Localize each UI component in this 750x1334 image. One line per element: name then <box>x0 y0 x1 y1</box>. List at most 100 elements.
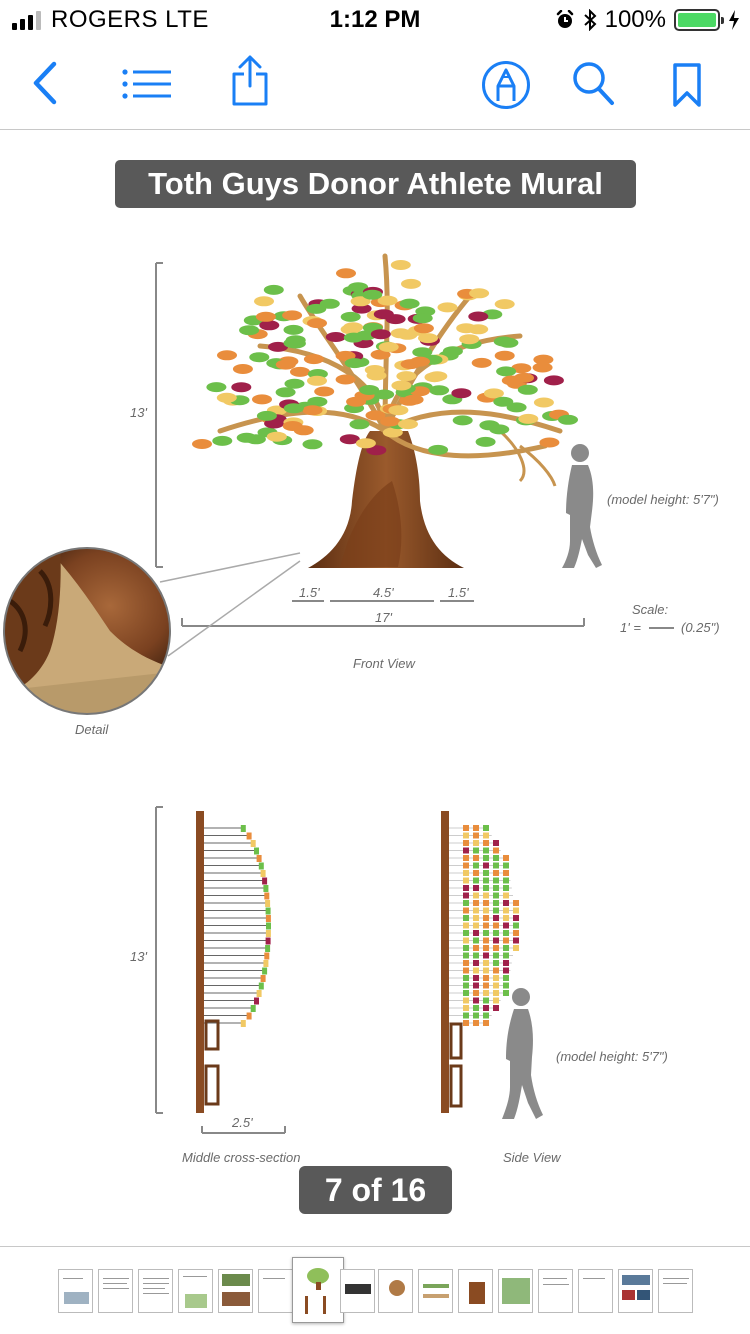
leaf-end <box>262 967 268 975</box>
leaf <box>336 268 356 279</box>
side-leaf <box>493 922 499 929</box>
total-width-label: 17' <box>375 610 392 625</box>
side-leaf <box>473 907 479 914</box>
leaf-end <box>265 915 271 922</box>
side-leaf <box>493 900 499 906</box>
dim-mid-label: 4.5' <box>373 585 394 600</box>
leaf-end <box>258 862 264 870</box>
search-button[interactable] <box>570 59 616 107</box>
side-leaf <box>483 1005 489 1011</box>
side-leaf <box>503 870 509 876</box>
side-leaf <box>483 877 489 884</box>
leaf <box>429 385 450 396</box>
side-view-caption: Side View <box>503 1150 562 1165</box>
side-leaf <box>483 937 489 944</box>
page-thumbnail[interactable] <box>98 1269 133 1313</box>
leaf <box>388 405 409 416</box>
leaf <box>351 303 372 314</box>
side-leaf <box>473 1020 479 1026</box>
leaf <box>539 437 560 448</box>
leaf <box>307 396 328 407</box>
side-leaf <box>473 862 479 869</box>
side-view-leaves <box>449 825 519 1026</box>
leaf <box>471 357 492 368</box>
page-thumbnail[interactable] <box>578 1269 613 1313</box>
page-thumbnail[interactable] <box>178 1269 213 1313</box>
leaf <box>284 378 305 389</box>
page-thumbnail[interactable] <box>618 1269 653 1313</box>
side-leaf <box>473 952 479 959</box>
side-leaf <box>503 982 509 989</box>
side-leaf <box>483 945 489 951</box>
side-leaf <box>463 885 469 891</box>
leaf-end <box>250 840 256 847</box>
leaf-end <box>260 870 266 877</box>
side-leaf <box>463 915 469 921</box>
side-leaf <box>493 885 499 891</box>
status-bar: ROGERS LTE 1:12 PM 100% <box>0 0 750 40</box>
side-leaf <box>493 945 499 951</box>
leaf-end <box>246 832 252 840</box>
leaf <box>266 431 287 442</box>
side-leaf <box>483 885 489 891</box>
side-leaf <box>493 907 499 914</box>
page-thumbnail[interactable] <box>498 1269 533 1313</box>
side-leaf <box>473 967 479 974</box>
share-icon <box>232 55 268 106</box>
page-thumbnail[interactable] <box>538 1269 573 1313</box>
side-leaf <box>463 855 469 861</box>
charging-bolt-icon <box>729 10 739 30</box>
page-thumbnail[interactable] <box>418 1269 453 1313</box>
page-thumbnail[interactable] <box>258 1269 293 1313</box>
leaf-end <box>240 1020 246 1027</box>
side-leaf <box>473 960 479 966</box>
leaf <box>283 403 304 414</box>
document-page[interactable]: Toth Guys Donor Athlete Mural 13' <box>0 131 750 1245</box>
side-leaf <box>463 990 469 996</box>
side-leaf <box>473 982 479 989</box>
leaf <box>501 375 522 386</box>
leaf <box>424 372 445 383</box>
side-leaf <box>503 975 509 981</box>
page-thumbnail[interactable] <box>218 1269 253 1313</box>
side-leaf <box>483 975 489 981</box>
side-leaf <box>473 892 479 899</box>
side-leaf <box>503 960 509 966</box>
side-leaf <box>513 915 519 921</box>
side-leaf <box>483 825 489 831</box>
side-leaf <box>463 892 469 899</box>
bookmark-button[interactable] <box>668 60 706 110</box>
leaf <box>340 311 361 322</box>
page-thumbnail[interactable] <box>658 1269 693 1313</box>
page-thumbnail[interactable] <box>138 1269 173 1313</box>
markup-button[interactable] <box>480 59 532 111</box>
leaf <box>256 410 277 421</box>
side-leaf <box>473 937 479 944</box>
leaf <box>494 299 515 310</box>
page-thumbnail[interactable] <box>458 1269 493 1313</box>
mural-diagram: 13' (model height: 5'7") 1.5' 4.5' 1.5' <box>3 253 720 1165</box>
leaf-end <box>265 945 271 952</box>
leaf <box>343 322 364 333</box>
side-leaf <box>473 990 479 996</box>
leaf <box>418 333 438 344</box>
side-leaf <box>473 855 479 861</box>
leaf-end <box>265 930 271 937</box>
side-leaf <box>483 862 489 869</box>
leaf <box>355 438 376 449</box>
leaf <box>412 313 433 324</box>
alarm-icon <box>556 10 573 28</box>
leaf <box>370 329 391 340</box>
page-thumbnail[interactable] <box>58 1269 93 1313</box>
leaf <box>275 359 296 370</box>
leaf <box>366 445 387 456</box>
leaf-end <box>240 825 246 832</box>
thumbnail-strip[interactable] <box>0 1246 750 1334</box>
back-button[interactable] <box>22 60 68 106</box>
side-leaf <box>493 855 499 861</box>
outline-button[interactable] <box>118 62 174 106</box>
share-button[interactable] <box>226 52 274 108</box>
page-thumbnail[interactable] <box>340 1269 375 1313</box>
page-thumbnail-current[interactable] <box>292 1257 344 1323</box>
page-thumbnail[interactable] <box>378 1269 413 1313</box>
